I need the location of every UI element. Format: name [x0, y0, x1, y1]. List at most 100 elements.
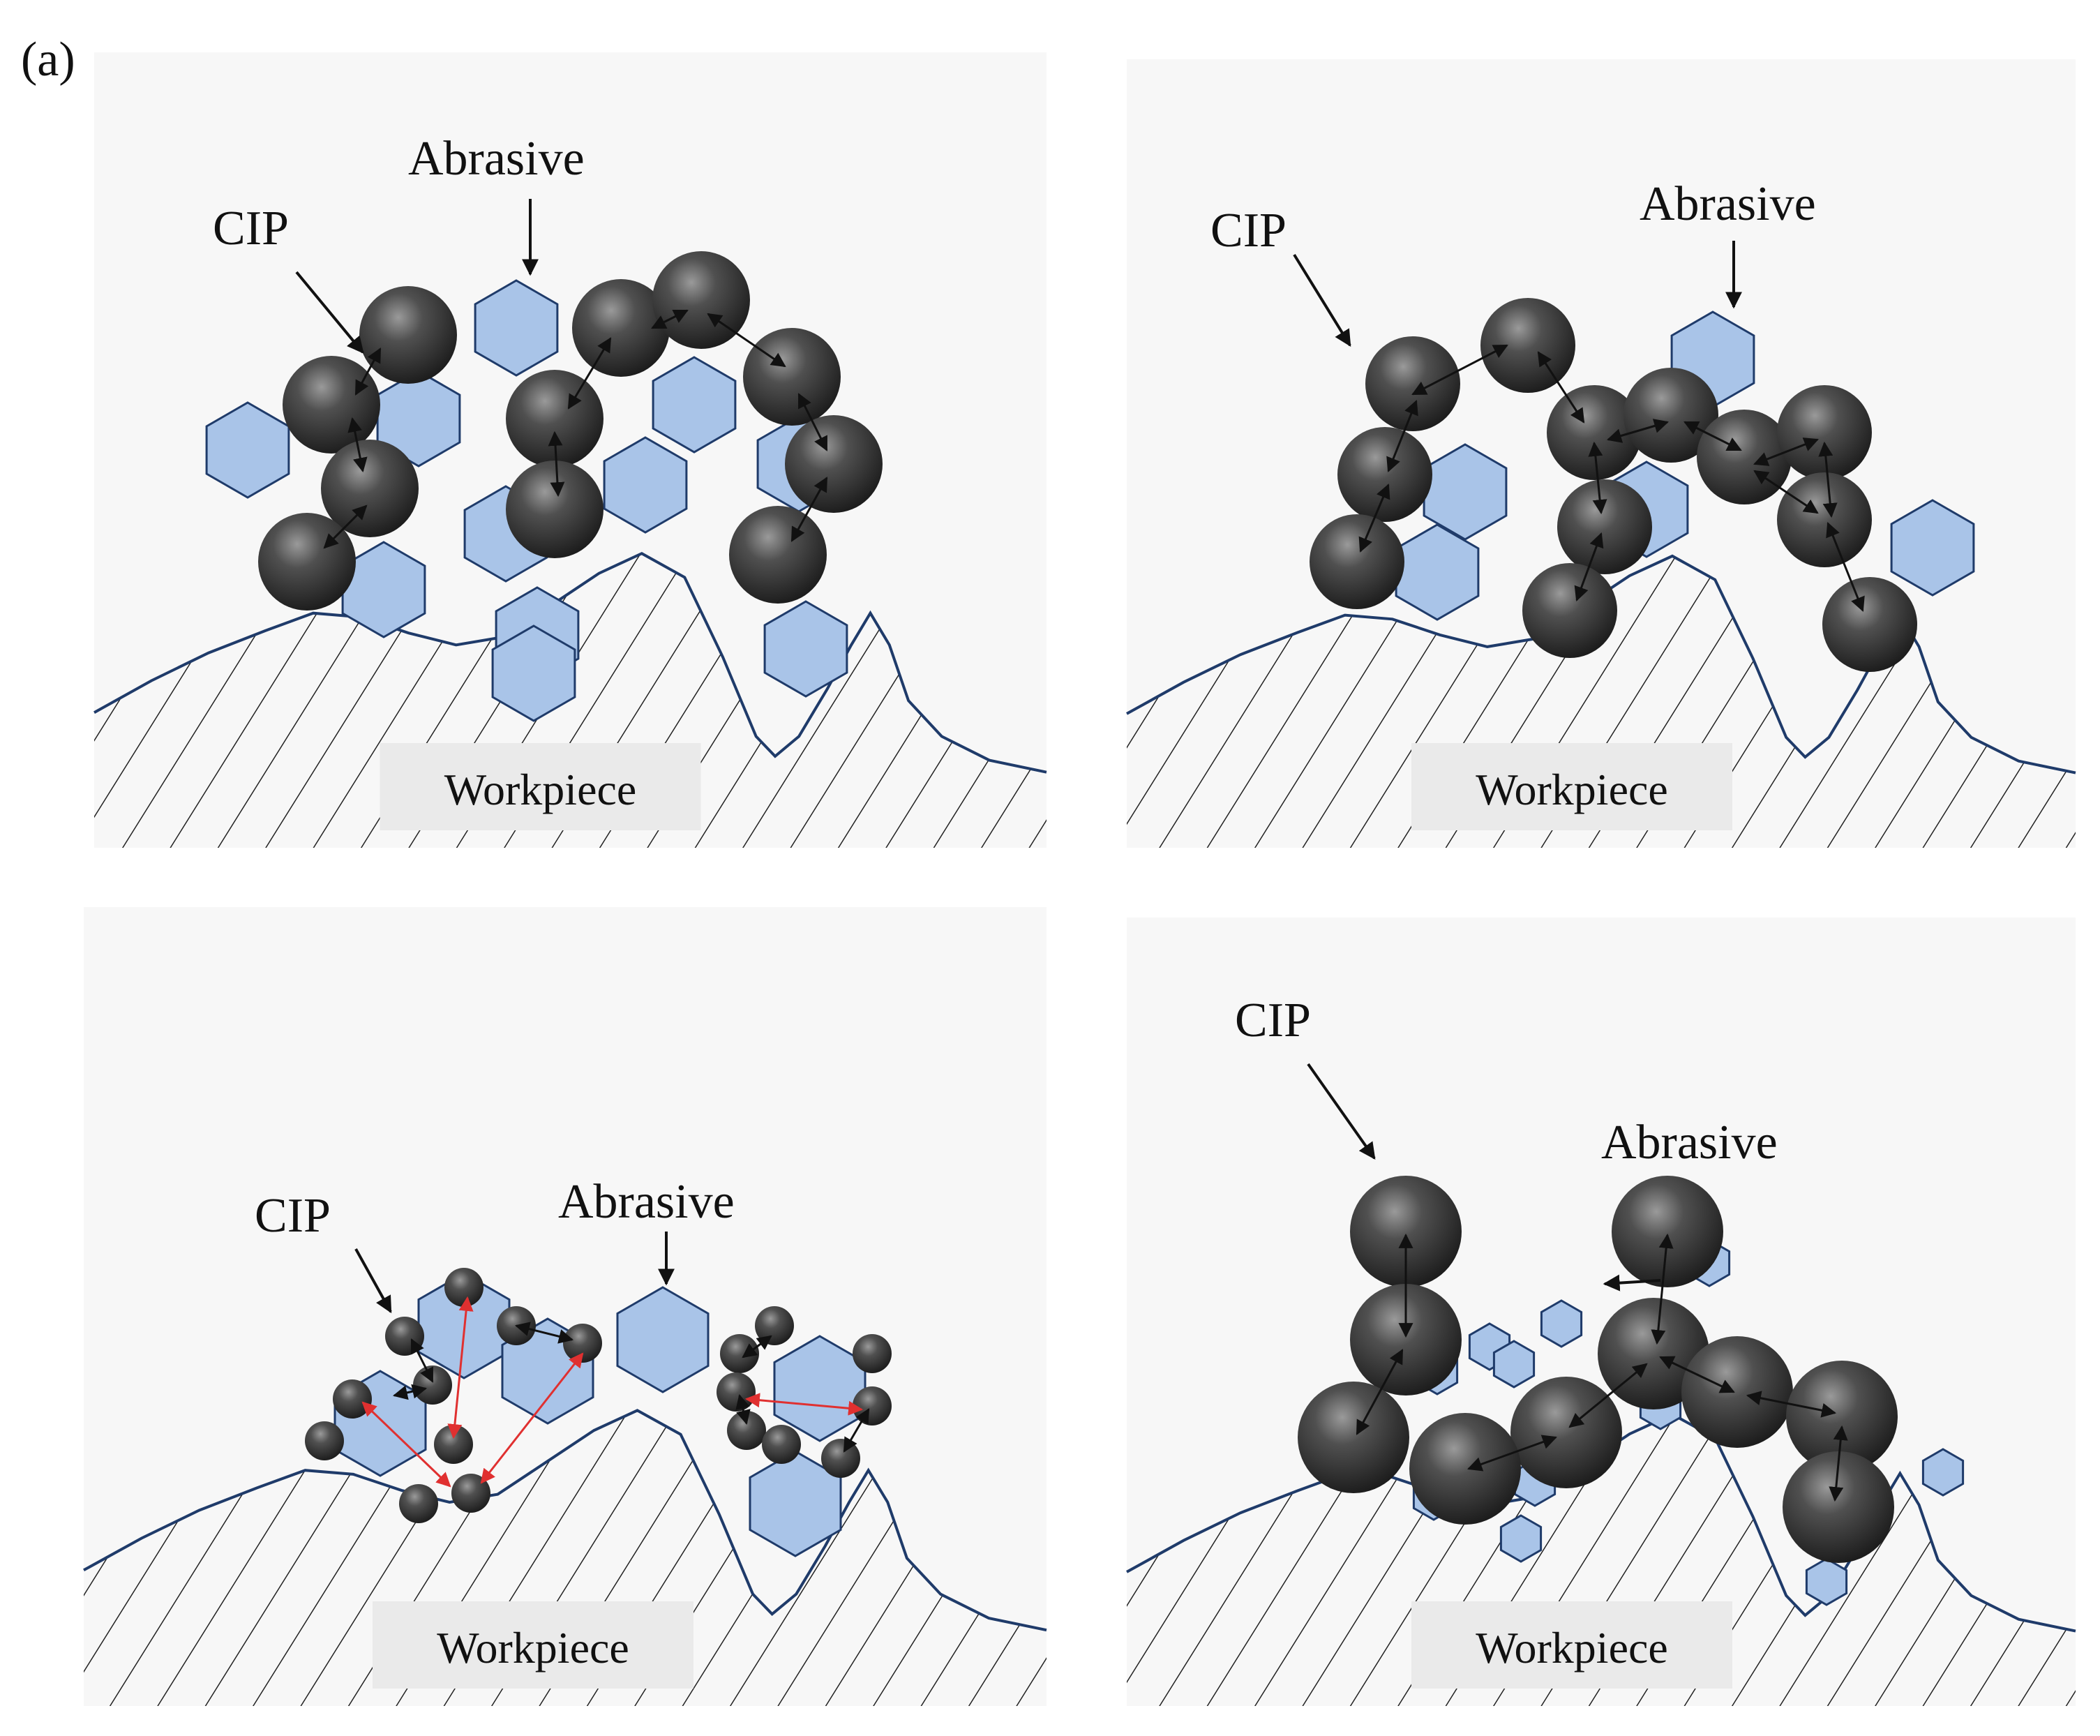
cip-particle [1612, 1176, 1723, 1287]
workpiece-surface-line [83, 1409, 1047, 1632]
cip-particle [1310, 514, 1404, 609]
workpiece-label-box [380, 743, 701, 830]
cip-particle [743, 328, 841, 426]
abrasive-label: Abrasive [1640, 177, 1816, 231]
cip-particle [853, 1386, 892, 1426]
cip-particle [258, 513, 356, 611]
cip-particle [720, 1334, 759, 1373]
chain-arrow [1588, 441, 1607, 515]
cip-particle [853, 1334, 892, 1373]
chain-arrow [567, 337, 612, 410]
cip-label: CIP [1210, 204, 1287, 257]
chain-arrow [354, 347, 382, 396]
chain-arrow [1574, 532, 1604, 601]
chain-arrow [1829, 1425, 1848, 1502]
cip-particle [333, 1379, 372, 1419]
cip-particle [444, 1268, 483, 1307]
pointer-arrow [354, 1248, 392, 1314]
cip-particle [785, 415, 883, 513]
chain-arrow [548, 431, 565, 497]
abrasive-particle [1805, 1557, 1848, 1606]
cip-particle [821, 1439, 860, 1478]
cip-particle [729, 506, 827, 604]
chain-arrow [1606, 419, 1670, 443]
cip-particle [1337, 427, 1432, 522]
chain-arrow [514, 1322, 574, 1344]
chain-arrow [1568, 1363, 1648, 1428]
chain-arrow [347, 417, 368, 473]
workpiece-label: Workpiece [1476, 765, 1668, 814]
cip-particle [359, 286, 457, 384]
cip-particle [1777, 472, 1872, 567]
abrasive-particle [763, 600, 848, 698]
cip-particle [1409, 1413, 1521, 1525]
chain-arrow [1659, 1356, 1735, 1393]
chain-arrow [735, 1393, 751, 1426]
force-arrow [447, 1296, 474, 1439]
abrasive-label: Abrasive [1601, 1116, 1778, 1169]
cip-particle [1777, 385, 1872, 480]
abrasive-particle [652, 356, 737, 454]
pointer-arrow [1603, 1274, 1661, 1292]
cip-particle [506, 461, 603, 558]
workpiece-surface-line [1126, 554, 2076, 775]
panel-c: Workpiece Abrasive CIP [83, 907, 1047, 1706]
cip-particle [652, 251, 750, 349]
chain-arrow [323, 504, 368, 549]
pointer-arrow [1293, 253, 1351, 347]
chain-arrow [410, 1338, 434, 1383]
cip-particle [762, 1425, 801, 1464]
abrasive-particle [491, 624, 576, 722]
chain-arrow [1358, 484, 1390, 553]
workpiece-label: Workpiece [437, 1623, 629, 1673]
cip-particle [506, 370, 603, 467]
workpiece-hatch [84, 1410, 1047, 1706]
abrasive-label: Abrasive [408, 132, 585, 186]
chain-arrow [1356, 1349, 1404, 1435]
pointer-arrow [1307, 1063, 1376, 1160]
abrasive-particle [1499, 1514, 1543, 1563]
abrasive-label: Abrasive [558, 1175, 735, 1229]
chain-arrow [392, 1384, 428, 1400]
chain-arrow [1411, 344, 1508, 396]
cip-particle [413, 1365, 452, 1405]
panel-d: Workpiece Abrasive CIP [1126, 918, 2076, 1706]
cip-particle [1822, 577, 1917, 672]
cip-particle [755, 1306, 794, 1345]
chain-arrow [1753, 470, 1819, 514]
chain-arrow [742, 1335, 772, 1359]
chain-arrow [1683, 421, 1742, 451]
workpiece-hatch [1127, 555, 2076, 848]
cip-label: CIP [255, 1189, 331, 1243]
pointer-arrow [295, 271, 364, 354]
chain-arrow [1746, 1391, 1837, 1418]
abrasive-particle [474, 279, 559, 377]
chain-arrow [790, 477, 828, 542]
chain-arrow [797, 393, 828, 451]
workpiece-label-box [373, 1601, 693, 1689]
workpiece-label-box [1411, 1601, 1732, 1689]
chain-arrow [1818, 441, 1838, 518]
cip-particle [1350, 1176, 1462, 1287]
workpiece-label: Workpiece [1476, 1623, 1668, 1673]
chain-arrow [1826, 522, 1865, 612]
cip-particle [1480, 298, 1575, 393]
cip-particle [305, 1421, 344, 1460]
force-arrow [480, 1352, 584, 1484]
cip-label: CIP [1235, 994, 1311, 1047]
cip-particle [1681, 1336, 1793, 1448]
chain-arrow [1537, 351, 1585, 424]
cip-particle [1510, 1377, 1622, 1488]
cip-particle [1786, 1361, 1898, 1472]
chain-arrow [1386, 400, 1418, 472]
chain-arrow [651, 309, 689, 329]
chain-arrow [1651, 1233, 1674, 1345]
cip-particle [283, 356, 380, 454]
panel-label-a: (a) [21, 33, 75, 87]
force-arrow [744, 1393, 864, 1416]
cip-particle [1522, 563, 1617, 658]
cip-particle [727, 1411, 766, 1450]
cip-particle [399, 1484, 438, 1523]
